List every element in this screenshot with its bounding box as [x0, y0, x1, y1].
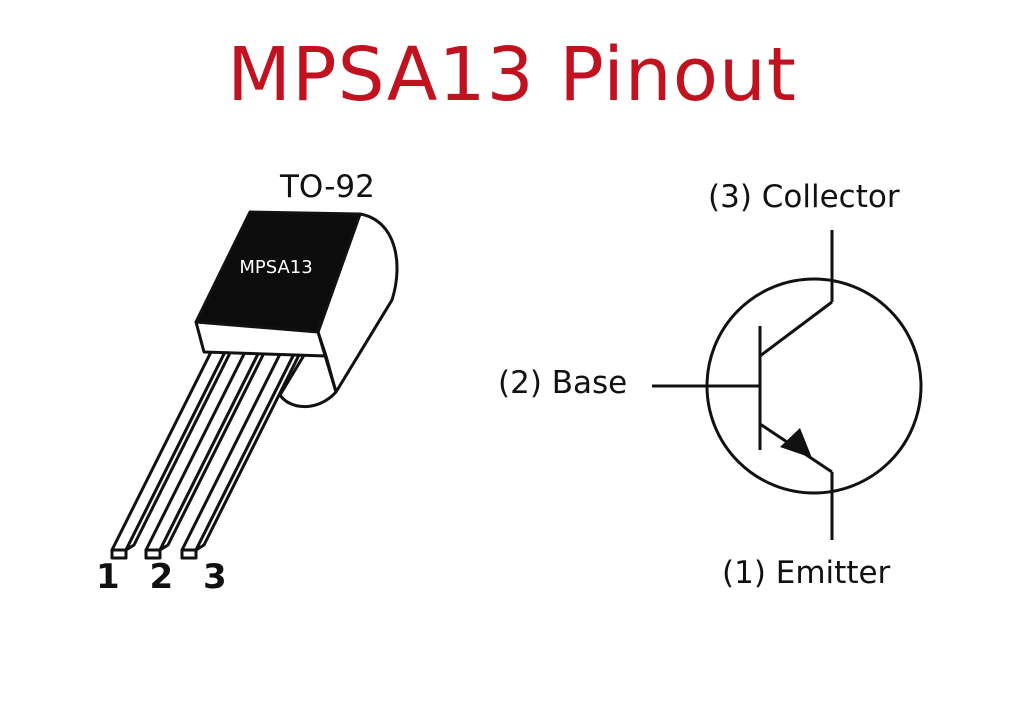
- emitter-arrow: [780, 428, 812, 458]
- emitter-label: (1) Emitter: [722, 555, 891, 591]
- package-label: TO-92: [280, 169, 375, 205]
- pin-numbers: 1 2 3: [96, 557, 236, 597]
- page-title: MPSA13 Pinout: [227, 32, 797, 118]
- collector-diagonal: [759, 300, 833, 358]
- collector-label: (3) Collector: [708, 179, 900, 215]
- package-body-side: [278, 212, 399, 409]
- package-marking: MPSA13: [239, 257, 312, 278]
- base-label: (2) Base: [498, 365, 628, 401]
